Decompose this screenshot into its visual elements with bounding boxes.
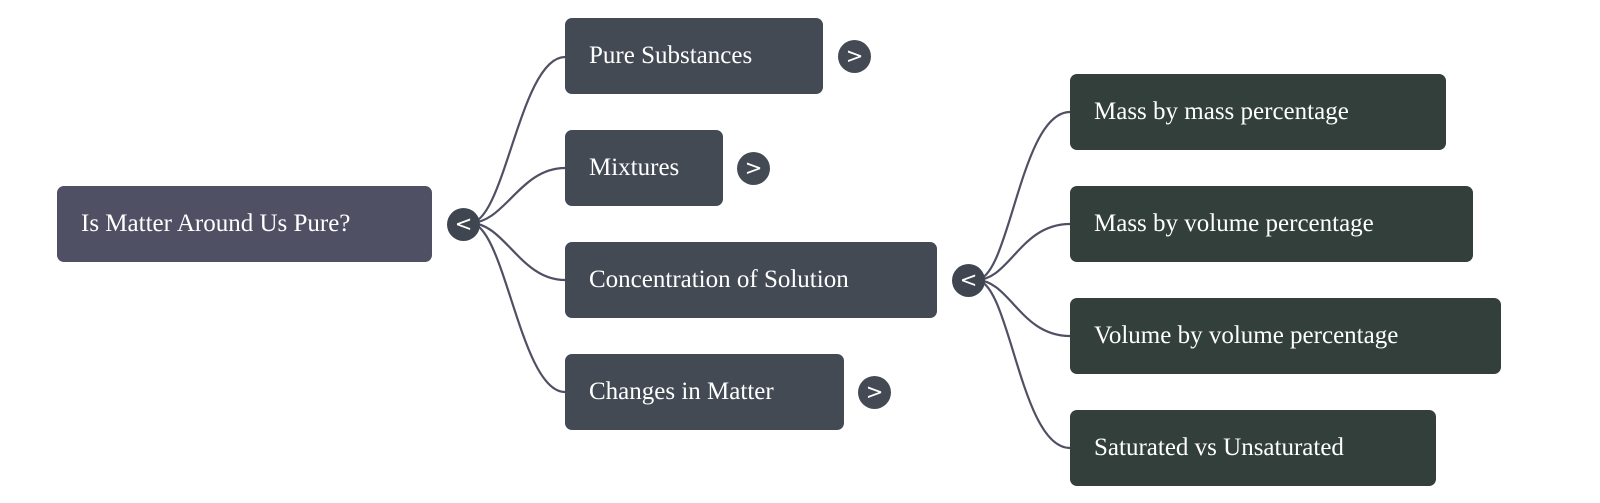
- branch-node-concentration-of-solution[interactable]: Concentration of Solution: [565, 242, 937, 318]
- leaf-node-volume-by-volume[interactable]: Volume by volume percentage: [1070, 298, 1501, 374]
- connector-concentration-saturated: [975, 278, 1071, 450]
- connector-root-mixtures: [469, 166, 566, 225]
- connector-concentration-volume-by-volume: [975, 278, 1071, 338]
- collapse-toggle-concentration-of-solution[interactable]: <: [952, 264, 985, 297]
- connector-root-concentration: [469, 221, 566, 282]
- connector-concentration-mass-by-mass: [975, 110, 1071, 282]
- leaf-node-mass-by-volume[interactable]: Mass by volume percentage: [1070, 186, 1473, 262]
- connector-concentration-mass-by-volume: [975, 222, 1071, 282]
- connector-root-pure-substances: [469, 55, 566, 225]
- root-collapse-toggle[interactable]: <: [447, 208, 480, 241]
- expand-toggle-pure-substances[interactable]: >: [838, 40, 871, 73]
- expand-toggle-mixtures[interactable]: >: [737, 152, 770, 185]
- branch-node-pure-substances[interactable]: Pure Substances: [565, 18, 823, 94]
- branch-node-changes-in-matter[interactable]: Changes in Matter: [565, 354, 844, 430]
- leaf-node-saturated-vs-unsaturated[interactable]: Saturated vs Unsaturated: [1070, 410, 1436, 486]
- root-node[interactable]: Is Matter Around Us Pure?: [57, 186, 432, 262]
- expand-toggle-changes-in-matter[interactable]: >: [858, 376, 891, 409]
- connector-root-changes: [469, 221, 566, 394]
- branch-node-mixtures[interactable]: Mixtures: [565, 130, 723, 206]
- leaf-node-mass-by-mass[interactable]: Mass by mass percentage: [1070, 74, 1446, 150]
